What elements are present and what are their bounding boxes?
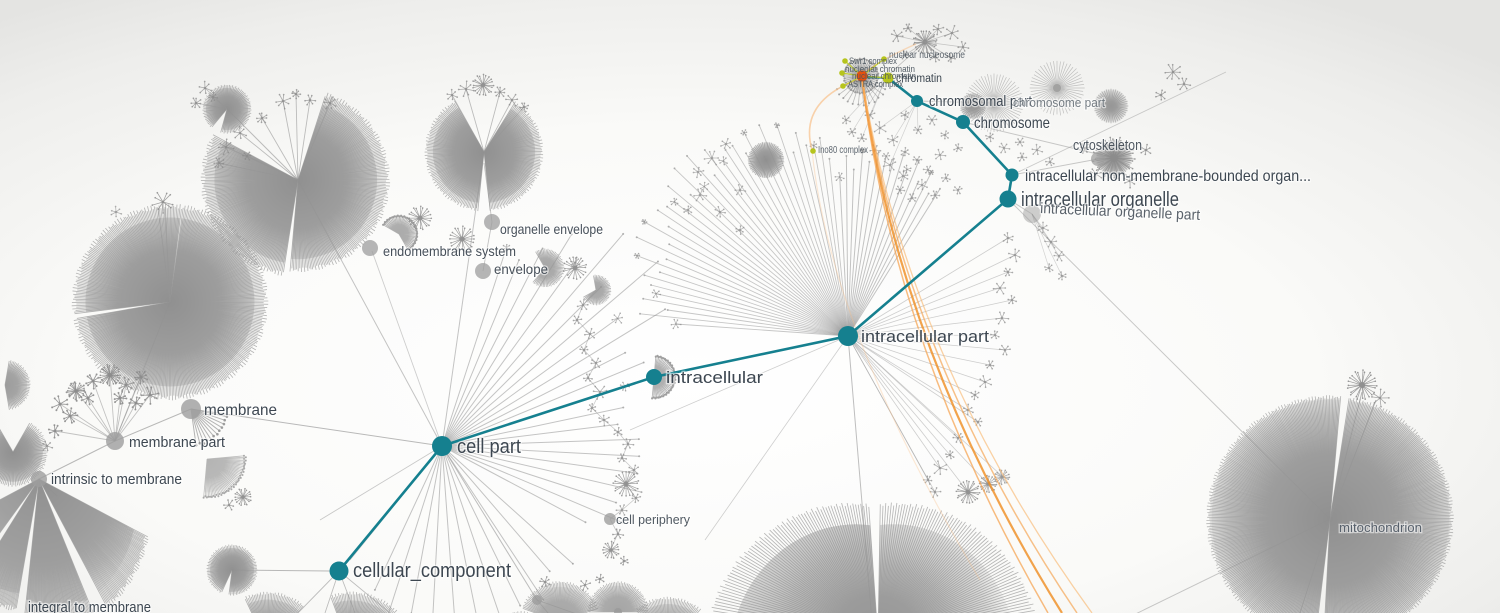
svg-text:endomembrane system: endomembrane system xyxy=(383,243,516,259)
svg-text:intracellular part: intracellular part xyxy=(861,327,989,346)
svg-text:chromatin: chromatin xyxy=(896,73,942,85)
svg-text:intracellular organelle: intracellular organelle xyxy=(1021,189,1179,211)
svg-text:cytoskeleton: cytoskeleton xyxy=(1073,137,1142,154)
svg-text:nuclear nucleosome: nuclear nucleosome xyxy=(889,49,965,61)
svg-text:nucleolar chromatin: nucleolar chromatin xyxy=(845,64,915,75)
svg-text:membrane part: membrane part xyxy=(129,434,226,451)
svg-text:organelle envelope: organelle envelope xyxy=(500,221,603,237)
svg-text:intracellular: intracellular xyxy=(666,368,763,387)
svg-text:cell periphery: cell periphery xyxy=(616,512,690,527)
svg-text:membrane: membrane xyxy=(204,402,277,419)
svg-text:chromosome part: chromosome part xyxy=(1013,95,1105,110)
svg-text:envelope: envelope xyxy=(494,261,548,277)
svg-text:intrinsic to membrane: intrinsic to membrane xyxy=(51,471,182,488)
svg-text:Ino80 complex: Ino80 complex xyxy=(818,145,868,156)
svg-text:intracellular non-membrane-bou: intracellular non-membrane-bounded organ… xyxy=(1025,168,1311,185)
svg-text:Swr1 complex: Swr1 complex xyxy=(849,56,897,67)
svg-text:ASTRA complex: ASTRA complex xyxy=(848,79,903,90)
svg-text:nuclear chromatin: nuclear chromatin xyxy=(852,71,916,82)
svg-text:chromosome: chromosome xyxy=(974,115,1050,132)
svg-text:cellular_component: cellular_component xyxy=(353,560,511,582)
svg-text:mitochondrion: mitochondrion xyxy=(1339,520,1422,535)
svg-text:chromosomal part: chromosomal part xyxy=(929,93,1033,110)
svg-text:cell part: cell part xyxy=(457,436,521,458)
svg-text:integral to membrane: integral to membrane xyxy=(28,599,151,613)
